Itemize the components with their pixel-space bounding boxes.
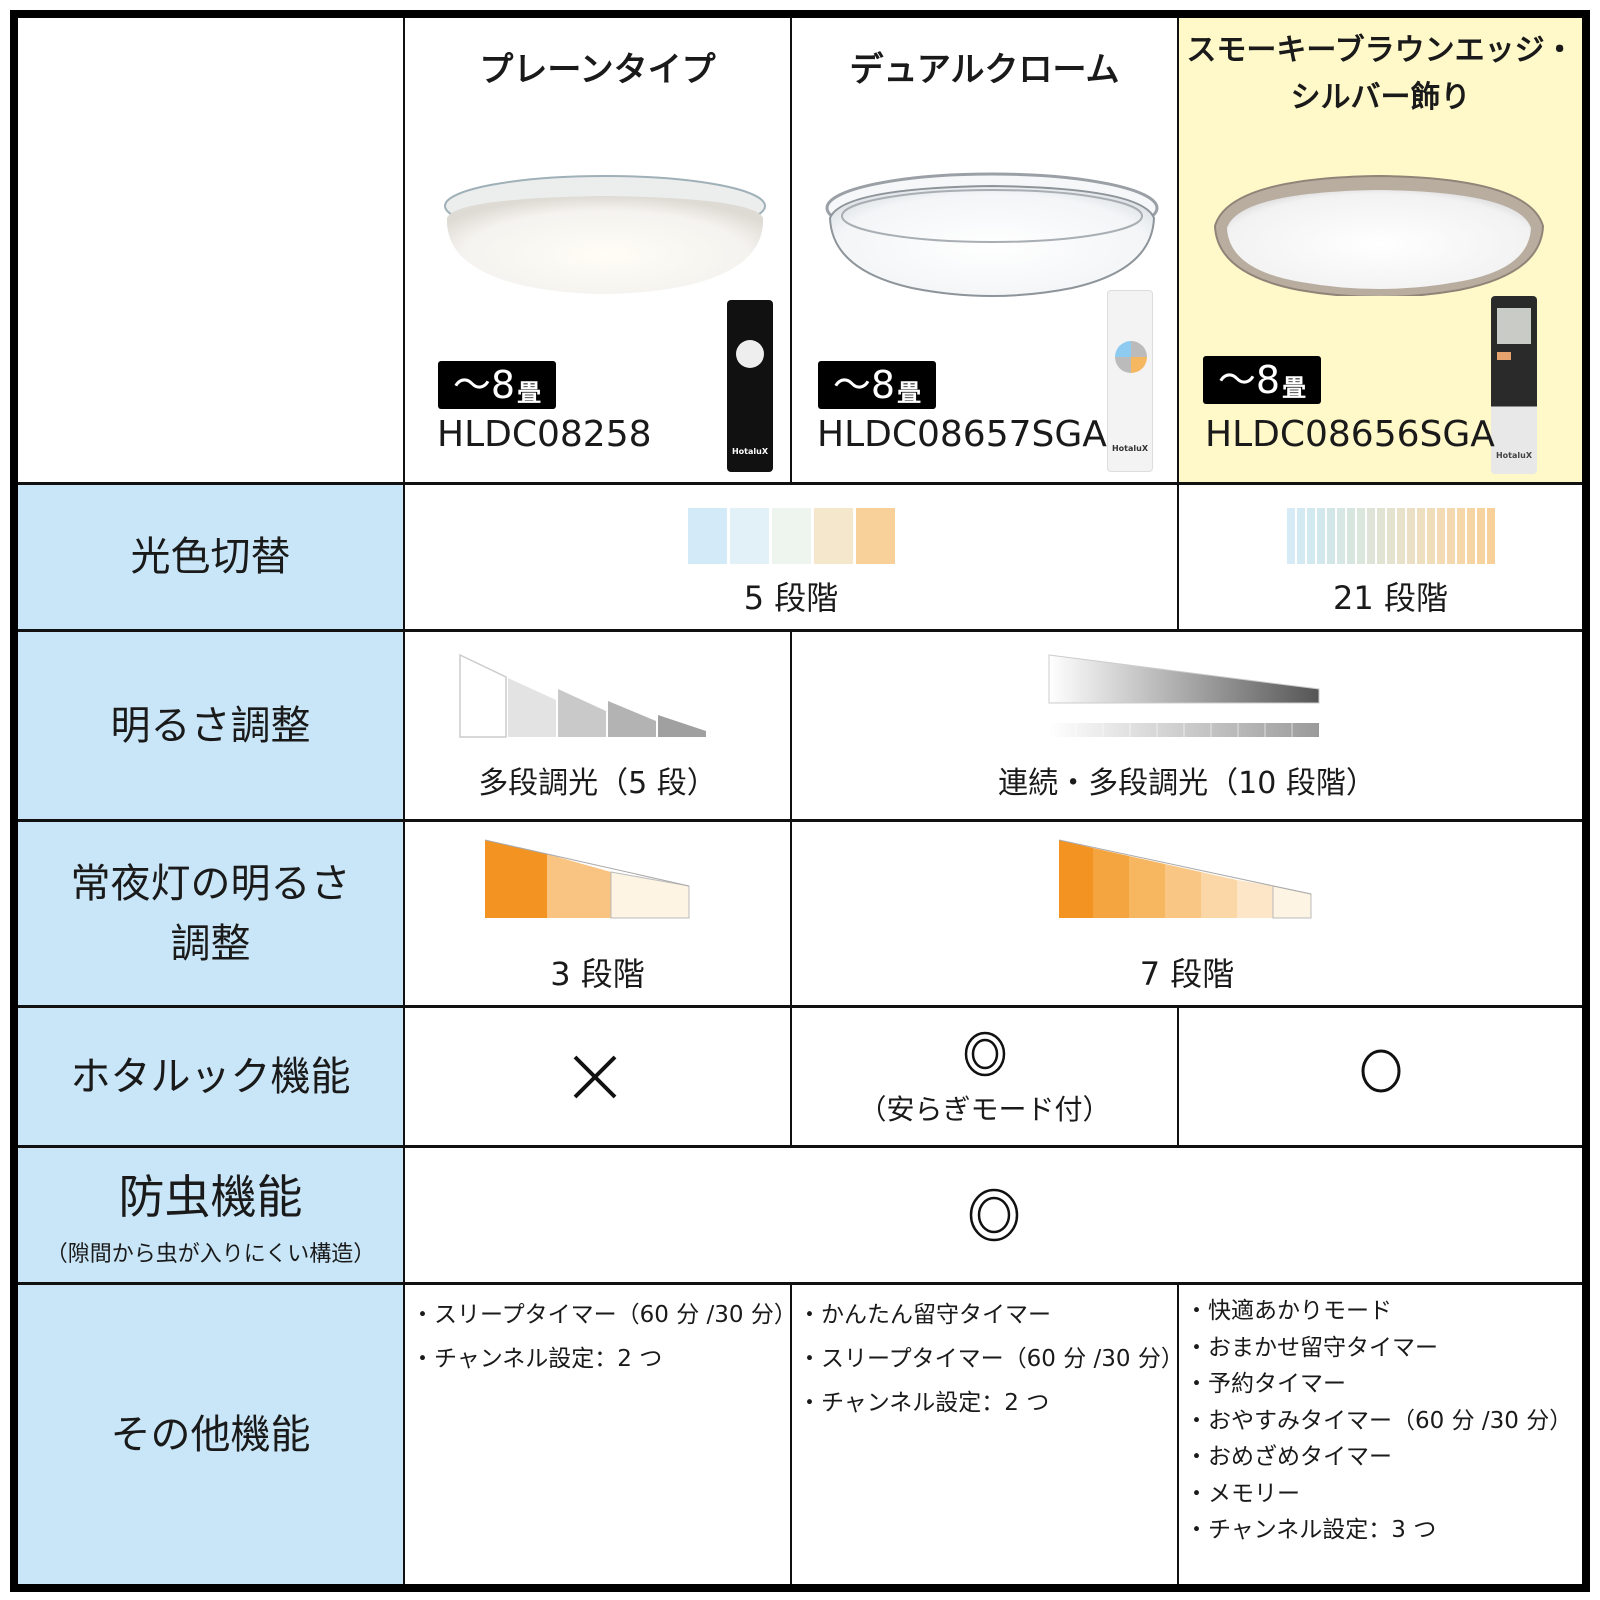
- row-label-text: 明るさ調整: [110, 702, 311, 749]
- double-circle-icon: [964, 1031, 1005, 1076]
- circle-icon: [1361, 1049, 1400, 1092]
- light-color-5-stage-cell: 5 段階: [405, 485, 1179, 632]
- feature-item: ・スリープタイマー（60 分 /30 分）: [798, 1346, 1179, 1372]
- model-number: HLDC08656SGA: [1205, 414, 1495, 455]
- ceiling-light-chrome-image: [825, 172, 1159, 297]
- model-number: HLDC08258: [437, 414, 652, 455]
- other-features-smoky-brown-cell: ・快適あかりモード ・おまかせ留守タイマー ・予約タイマー ・おやすみタイマー（…: [1179, 1285, 1582, 1584]
- nightlight-3-stage-cell: 3 段階: [405, 822, 792, 1008]
- hotaluck-note: （安らぎモード付）: [858, 1092, 1111, 1126]
- swatch: [729, 508, 769, 564]
- swatch: [687, 508, 727, 564]
- row-label-text: その他機能: [110, 1411, 311, 1458]
- row-label-text: 防虫機能: [118, 1169, 303, 1224]
- size-badge: 〜8 畳: [1203, 356, 1321, 404]
- size-value: 〜8: [832, 363, 896, 407]
- size-badge: 〜8 畳: [818, 361, 936, 409]
- row-label-subtext: （隙間から虫が入りにくい構造）: [45, 1241, 376, 1267]
- row-label-light-color: 光色切替: [18, 485, 405, 632]
- size-unit: 畳: [1282, 373, 1307, 402]
- row-label-nightlight: 常夜灯の明るさ 調整: [18, 822, 405, 1008]
- other-features-plain-cell: ・スリープタイマー（60 分 /30 分） ・チャンネル設定：2 つ: [405, 1285, 792, 1584]
- stage-description: 多段調光（5 段）: [478, 765, 717, 801]
- feature-item: ・チャンネル設定：3 つ: [1185, 1517, 1437, 1543]
- size-value: 〜8: [1217, 358, 1281, 402]
- product-header-smoky-brown: スモーキーブラウンエッジ・ シルバー飾り HotaluX: [1179, 18, 1582, 485]
- hotaluck-dual-chrome-cell: （安らぎモード付）: [792, 1008, 1179, 1148]
- row-label-hotaluck: ホタルック機能: [18, 1008, 405, 1148]
- color-swatches-5: [687, 508, 895, 564]
- brightness-5-stage-cell: 多段調光（5 段）: [405, 632, 792, 822]
- product-header-dual-chrome: デュアルクローム HotaluX 〜8 畳: [792, 18, 1179, 485]
- product-name: デュアルクローム: [849, 50, 1120, 90]
- insect-proof-all-cell: [405, 1148, 1582, 1285]
- swatch: [855, 508, 895, 564]
- feature-item: ・おめざめタイマー: [1185, 1444, 1392, 1470]
- remote-brand: HotaluX: [1495, 451, 1533, 460]
- product-name-line1: スモーキーブラウンエッジ・: [1186, 33, 1575, 68]
- model-number: HLDC08657SGA: [817, 414, 1107, 455]
- remote-control-white: HotaluX: [1107, 290, 1153, 472]
- row-label-text-line1: 常夜灯の明るさ: [70, 860, 351, 907]
- feature-list: ・かんたん留守タイマー ・スリープタイマー（60 分 /30 分） ・チャンネル…: [792, 1285, 1177, 1425]
- feature-item: ・スリープタイマー（60 分 /30 分）: [411, 1302, 792, 1328]
- cross-mark-icon: [573, 1055, 616, 1098]
- remote-control-gray: HotaluX: [1491, 296, 1537, 474]
- feature-item: ・おまかせ留守タイマー: [1185, 1334, 1438, 1361]
- feature-list: ・スリープタイマー（60 分 /30 分） ・チャンネル設定：2 つ: [405, 1285, 790, 1381]
- feature-item: ・予約タイマー: [1185, 1371, 1346, 1397]
- remote-brand: HotaluX: [731, 447, 769, 456]
- feature-item: ・かんたん留守タイマー: [798, 1302, 1051, 1328]
- header-empty-cell: [18, 18, 405, 485]
- stage-description: 連続・多段調光（10 段階）: [998, 765, 1376, 801]
- color-swatches-21: [1286, 508, 1495, 564]
- brightness-continuous-cell: 連続・多段調光（10 段階）: [792, 632, 1582, 822]
- feature-list: ・快適あかりモード ・おまかせ留守タイマー ・予約タイマー ・おやすみタイマー（…: [1179, 1285, 1582, 1549]
- row-label-other-features: その他機能: [18, 1285, 405, 1584]
- feature-item: ・チャンネル設定：2 つ: [798, 1390, 1050, 1416]
- brightness-steps-5-graphic: [458, 653, 706, 738]
- remote-brand: HotaluX: [1111, 444, 1149, 453]
- feature-item: ・メモリー: [1185, 1480, 1300, 1507]
- feature-item: ・チャンネル設定：2 つ: [411, 1346, 663, 1372]
- hotaluck-smoky-brown-cell: [1179, 1008, 1582, 1148]
- ceiling-light-smoky-brown-image: [1213, 174, 1545, 296]
- double-circle-icon: [969, 1188, 1018, 1242]
- nightlight-7-stage-cell: 7 段階: [792, 822, 1582, 1008]
- product-name: プレーンタイプ: [479, 50, 716, 90]
- size-unit: 畳: [517, 378, 542, 407]
- comparison-table: プレーンタイプ HotaluX 〜8 畳 H: [10, 10, 1590, 1592]
- product-header-plain: プレーンタイプ HotaluX 〜8 畳 H: [405, 18, 792, 485]
- stage-count: 21 段階: [1333, 579, 1448, 617]
- remote-control-black: HotaluX: [727, 300, 773, 472]
- hotaluck-plain-cell: [405, 1008, 792, 1148]
- product-name-line2: シルバー飾り: [1290, 79, 1471, 115]
- swatch: [813, 508, 853, 564]
- row-label-text-line2: 調整: [170, 920, 251, 967]
- feature-item: ・おやすみタイマー（60 分 /30 分）: [1185, 1407, 1573, 1434]
- row-label-brightness: 明るさ調整: [18, 632, 405, 822]
- ceiling-light-plain-image: [444, 175, 766, 294]
- size-value: 〜8: [452, 363, 516, 407]
- stage-count: 7 段階: [1139, 954, 1235, 993]
- size-badge: 〜8 畳: [438, 361, 556, 409]
- swatch: [771, 508, 811, 564]
- size-unit: 畳: [897, 378, 922, 407]
- nightlight-steps-3-graphic: [484, 839, 689, 918]
- row-label-text: ホタルック機能: [70, 1053, 351, 1100]
- light-color-21-stage-cell: 21 段階: [1179, 485, 1582, 632]
- other-features-dual-chrome-cell: ・かんたん留守タイマー ・スリープタイマー（60 分 /30 分） ・チャンネル…: [792, 1285, 1179, 1584]
- brightness-gradient-graphic: [1048, 653, 1320, 737]
- product-name: スモーキーブラウンエッジ・ シルバー飾り: [1179, 28, 1582, 121]
- feature-item: ・快適あかりモード: [1185, 1298, 1392, 1324]
- stage-count: 3 段階: [550, 954, 645, 993]
- nightlight-steps-7-graphic: [1058, 839, 1312, 918]
- row-label-insect-proof: 防虫機能 （隙間から虫が入りにくい構造）: [18, 1148, 405, 1285]
- stage-count: 5 段階: [743, 579, 839, 617]
- row-label-text: 光色切替: [130, 534, 291, 580]
